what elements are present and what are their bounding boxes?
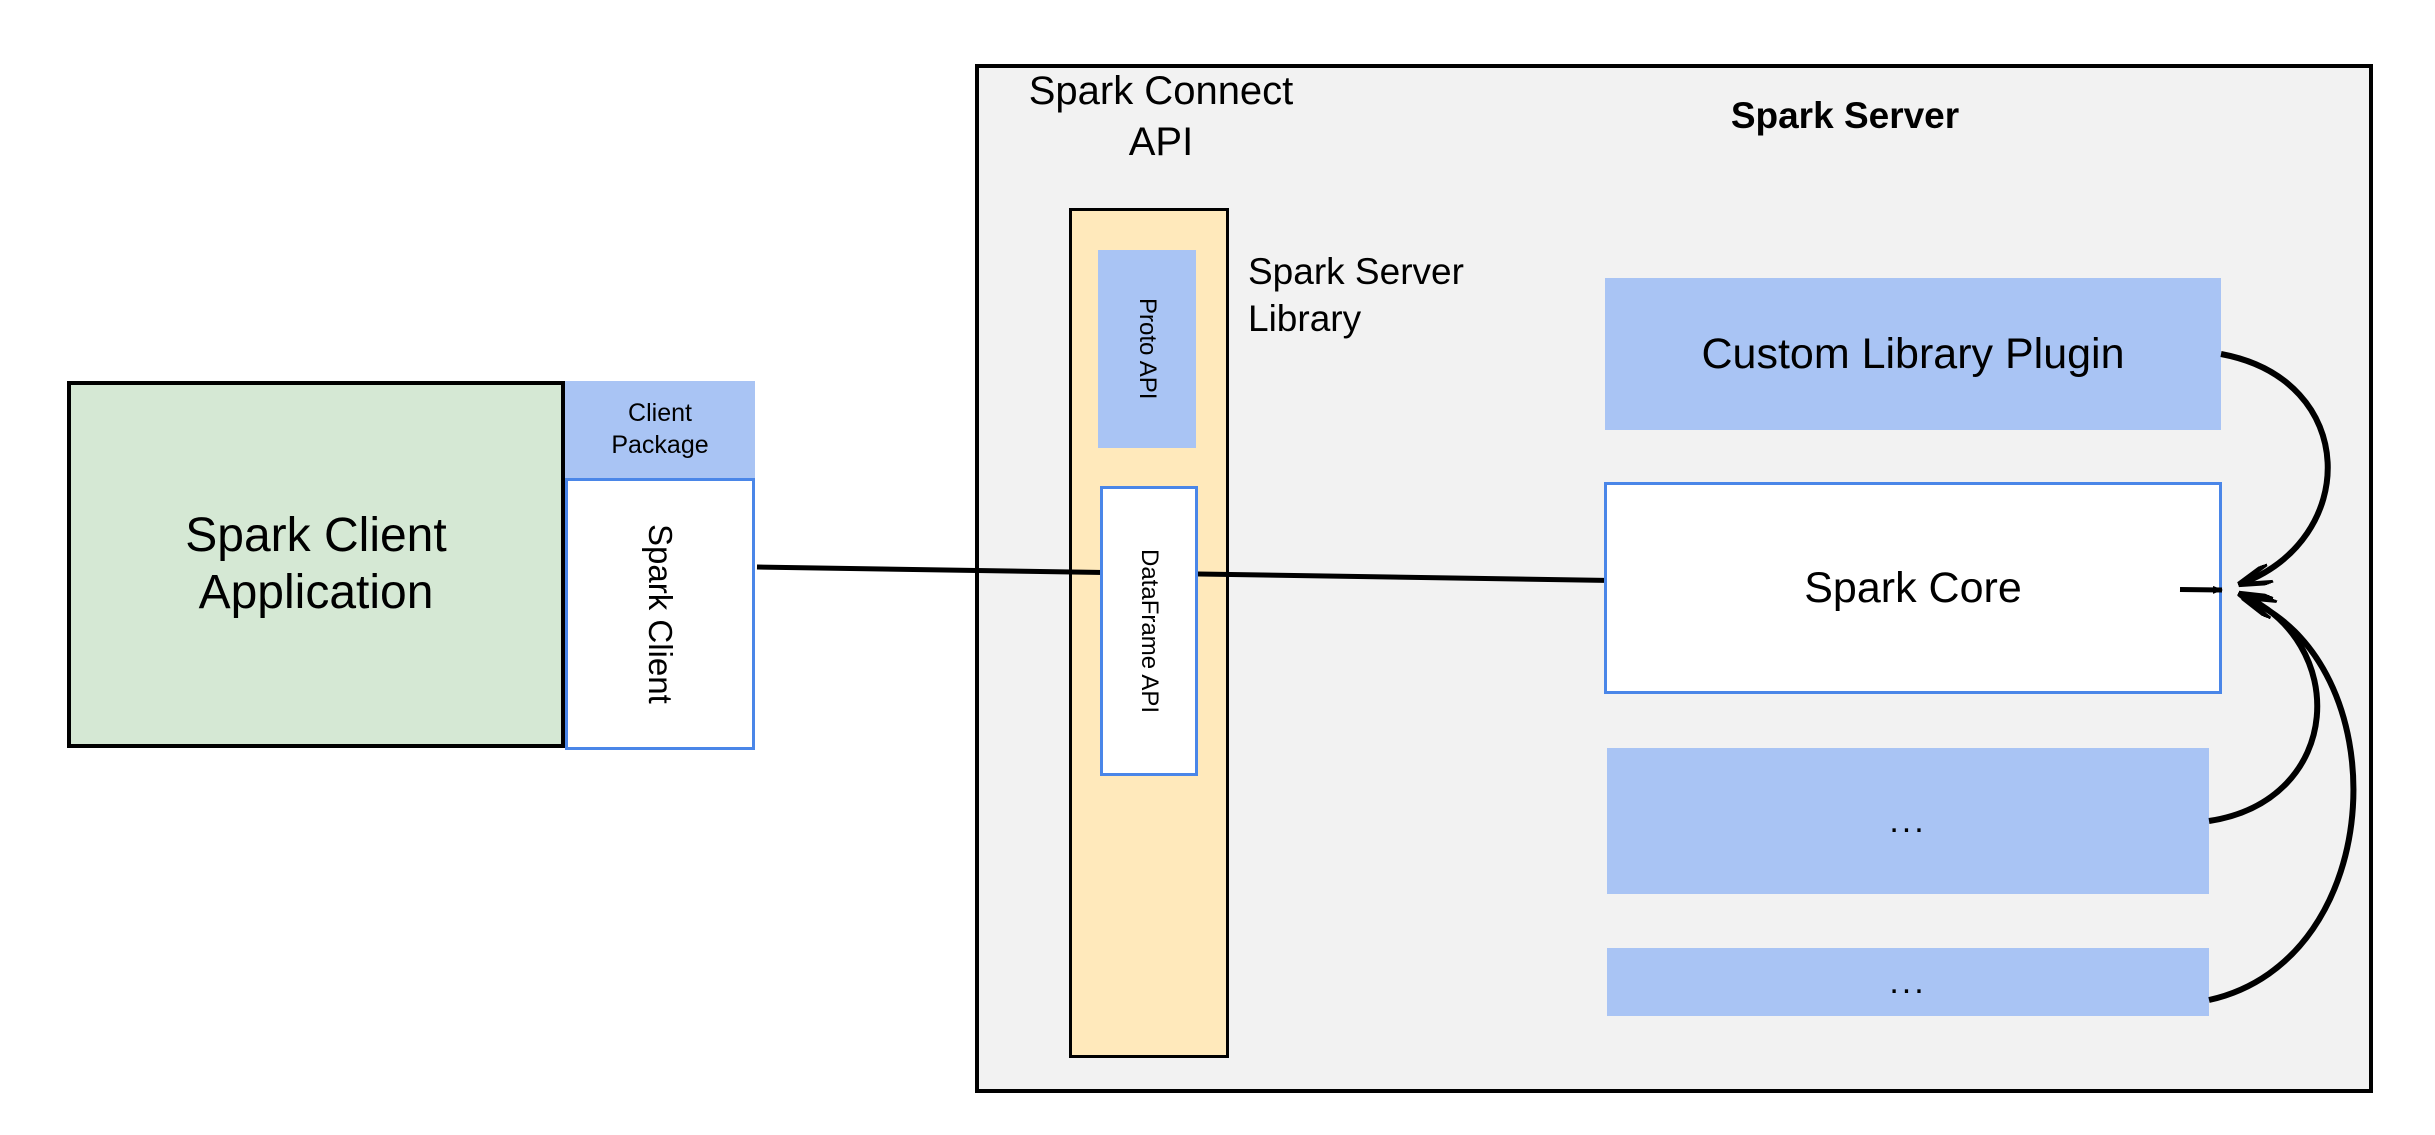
- dataframe-api-label: DataFrame API: [1136, 548, 1163, 714]
- spark-client-application-label: Spark Client Application: [71, 508, 561, 621]
- ellipsis-label-2: ...: [1889, 962, 1927, 1001]
- spark-connect-api-label-line1: Spark Connect: [1028, 69, 1294, 113]
- spark-client-application-box[interactable]: Spark Client Application: [67, 381, 565, 748]
- proto-api-label: Proto API: [1134, 298, 1161, 400]
- ellipsis-box-1[interactable]: ...: [1607, 748, 2209, 894]
- spark-connect-api-label: Spark Connect API: [1015, 66, 1307, 168]
- spark-client-box[interactable]: Spark Client: [565, 478, 755, 750]
- ellipsis-box-2[interactable]: ...: [1607, 948, 2209, 1016]
- spark-client-application-label-line1: Spark Client: [185, 508, 447, 562]
- client-package-label-line2: Package: [611, 430, 709, 459]
- spark-connect-api-label-line2: API: [1128, 120, 1194, 165]
- spark-server-library-label-line2: Library: [1248, 298, 1362, 340]
- client-package-label: Client Package: [611, 398, 708, 461]
- client-package-label-line1: Client: [628, 399, 692, 428]
- spark-server-title: Spark Server: [1730, 95, 1960, 136]
- custom-library-plugin-box[interactable]: Custom Library Plugin: [1605, 278, 2221, 430]
- custom-library-plugin-label: Custom Library Plugin: [1701, 329, 2125, 378]
- spark-server-library-label-line1: Spark Server: [1248, 251, 1464, 292]
- dataframe-api-box[interactable]: DataFrame API: [1100, 486, 1198, 776]
- spark-client-label: Spark Client: [642, 524, 679, 704]
- spark-core-label: Spark Core: [1804, 563, 2022, 612]
- client-package-box[interactable]: Client Package: [565, 381, 755, 478]
- ellipsis-label-1: ...: [1889, 801, 1927, 840]
- proto-api-box[interactable]: Proto API: [1098, 250, 1196, 448]
- spark-server-library-label: Spark Server Library: [1248, 248, 1578, 343]
- spark-client-application-label-line2: Application: [198, 565, 434, 619]
- spark-core-box[interactable]: Spark Core: [1604, 482, 2222, 694]
